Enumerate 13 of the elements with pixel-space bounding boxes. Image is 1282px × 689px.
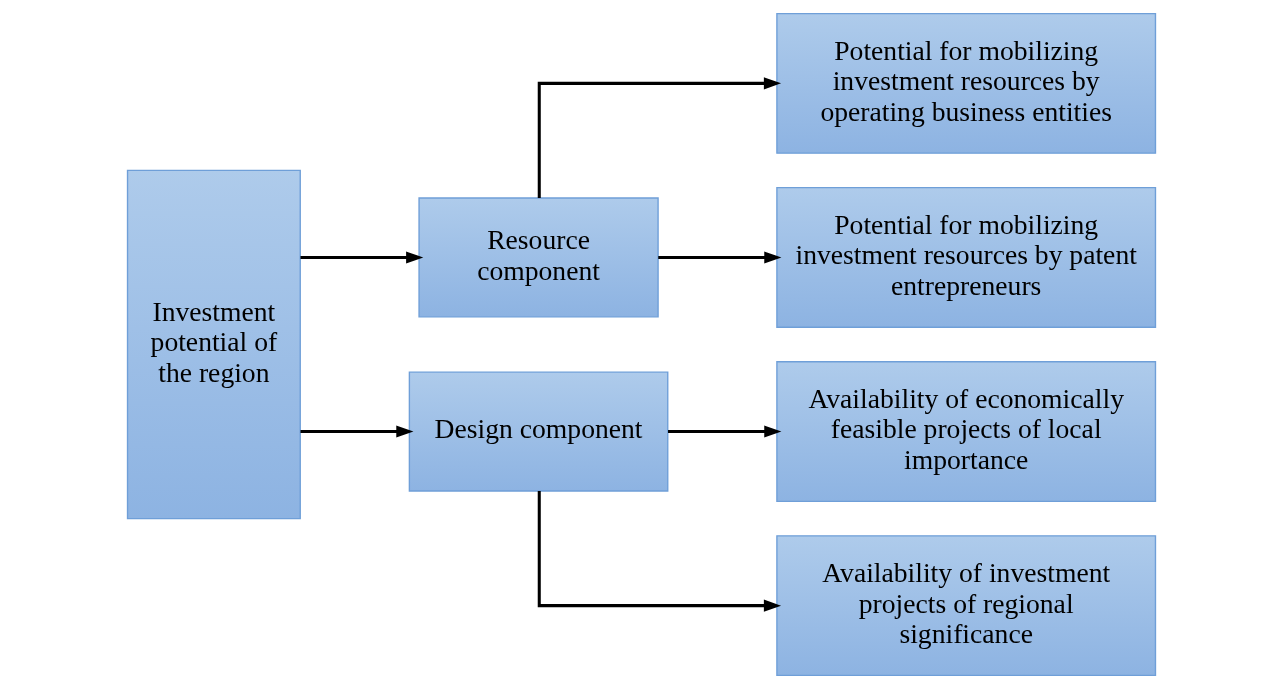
arrow — [667, 425, 781, 438]
arrow — [299, 425, 413, 438]
node-box: Resource component — [417, 197, 659, 318]
arrow — [537, 490, 781, 612]
arrow — [657, 251, 781, 264]
node-box: Availability of economically feasible projects of local importance — [775, 361, 1156, 502]
node-box: Availability of investment projects of regional significance — [775, 535, 1156, 677]
node-box: Potential for mobilizing investment resources by patent entrepreneurs — [775, 187, 1156, 328]
node-box: Design component — [408, 371, 668, 492]
arrow — [537, 77, 781, 199]
arrow — [299, 251, 423, 264]
node-box: Potential for mobilizing investment resources by operating business entities — [775, 12, 1156, 154]
node-box: Investment potential of the region — [126, 169, 301, 520]
